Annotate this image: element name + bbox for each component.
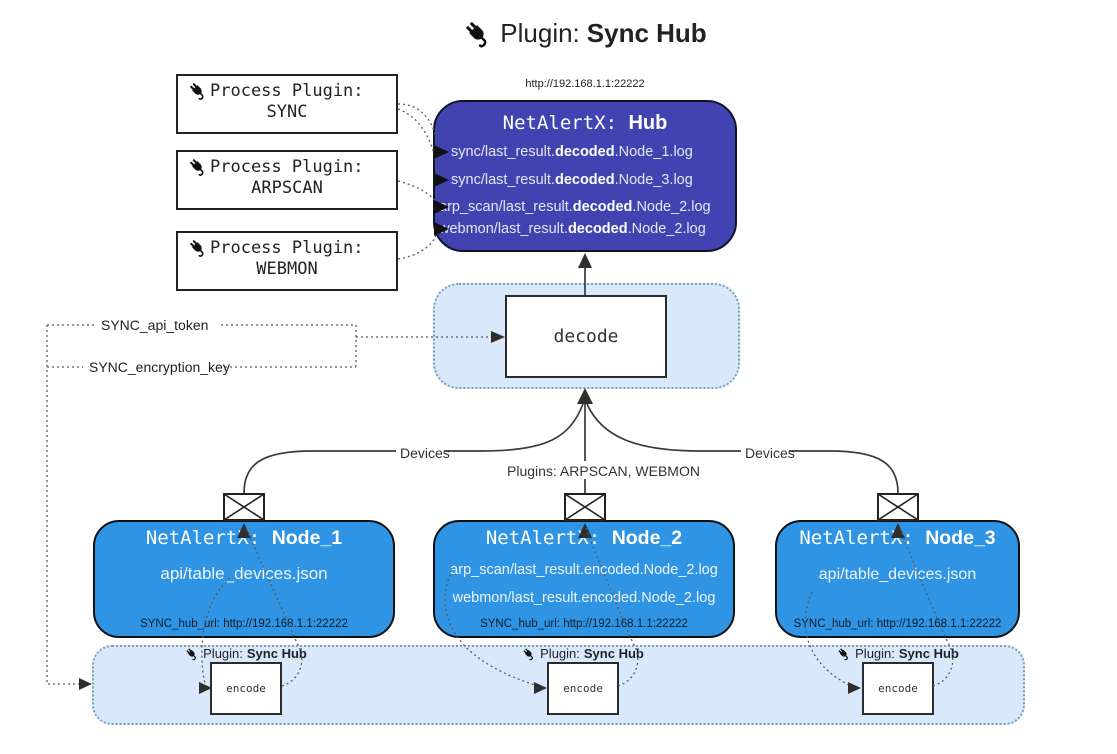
encode-label: encode (878, 682, 918, 695)
decode-box: decode (505, 295, 667, 378)
hub-log-line: sync/last_result.decoded.Node_1.log (451, 144, 693, 160)
hub-box (433, 100, 737, 252)
edge-label-plugins: Plugins: ARPSCAN, WEBMON (505, 463, 702, 479)
process-plugin-label: Process Plugin: (210, 238, 364, 258)
page-title-name: Sync Hub (586, 18, 707, 48)
encode-box: encode (862, 662, 934, 715)
process-plugin-box-arpscan: Process Plugin: ARPSCAN (176, 150, 398, 210)
plug-icon (522, 647, 536, 661)
process-plugin-box-sync: Process Plugin: SYNC (176, 74, 398, 134)
node-1-file: api/table_devices.json (160, 564, 328, 583)
edge-label-devices-left: Devices (398, 445, 452, 461)
hub-log-line: sync/last_result.decoded.Node_3.log (451, 172, 693, 188)
process-plugin-label: Process Plugin: (210, 81, 364, 101)
process-plugin-name: WEBMON (256, 259, 318, 279)
encode-label: encode (226, 682, 266, 695)
plug-icon (188, 238, 208, 258)
process-plugin-label: Process Plugin: (210, 157, 364, 177)
hub-title-name: Hub (628, 112, 668, 134)
process-plugin-name: ARPSCAN (251, 178, 323, 198)
plug-icon (463, 19, 493, 49)
node-1-title: NetAlertX: Node_1 (145, 527, 343, 549)
node-1-box (93, 520, 395, 638)
page-title-prefix: Plugin: (500, 18, 580, 48)
node-2-log: webmon/last_result.encoded.Node_2.log (452, 590, 716, 606)
plug-icon (837, 647, 851, 661)
config-encryption-key-label: SYNC_encryption_key (86, 359, 233, 375)
envelope-icon (877, 493, 919, 521)
sync-hub-badge: Plugin:Sync Hub (176, 646, 316, 661)
hub-title-prefix: NetAlertX: (502, 112, 618, 134)
process-plugin-name: SYNC (266, 102, 308, 122)
decode-label: decode (553, 326, 619, 347)
node-3-file: api/table_devices.json (818, 566, 977, 583)
node-1-hub-url: SYNC_hub_url: http://192.168.1.1:22222 (140, 618, 348, 630)
plug-icon (185, 647, 199, 661)
hub-title: NetAlertX: Hub (433, 112, 737, 135)
hub-url-label: http://192.168.1.1:22222 (525, 78, 645, 90)
encode-label: encode (563, 682, 603, 695)
node-2-hub-url: SYNC_hub_url: http://192.168.1.1:22222 (480, 618, 688, 630)
process-plugin-box-webmon: Process Plugin: WEBMON (176, 231, 398, 291)
config-api-token-label: SYNC_api_token (98, 317, 212, 333)
node-3-title: NetAlertX: Node_3 (799, 527, 996, 549)
sync-hub-badge: Plugin:Sync Hub (513, 646, 653, 661)
node-3-hub-url: SYNC_hub_url: http://192.168.1.1:22222 (793, 618, 1002, 630)
envelope-icon (564, 493, 606, 521)
node-2-title: NetAlertX: Node_2 (485, 527, 683, 549)
plug-icon (188, 157, 208, 177)
hub-log-line: arp_scan/last_result.decoded.Node_2.log (439, 199, 711, 215)
plug-icon (188, 81, 208, 101)
node-2-log: arp_scan/last_result.encoded.Node_2.log (450, 562, 718, 578)
encode-box: encode (547, 662, 619, 715)
encode-box: encode (210, 662, 282, 715)
edge-label-devices-right: Devices (743, 445, 797, 461)
hub-log-line: webmon/last_result.decoded.Node_2.log (439, 221, 706, 237)
envelope-icon (223, 493, 265, 521)
page-title: Plugin: Sync Hub (403, 18, 767, 49)
sync-hub-badge: Plugin:Sync Hub (828, 646, 968, 661)
